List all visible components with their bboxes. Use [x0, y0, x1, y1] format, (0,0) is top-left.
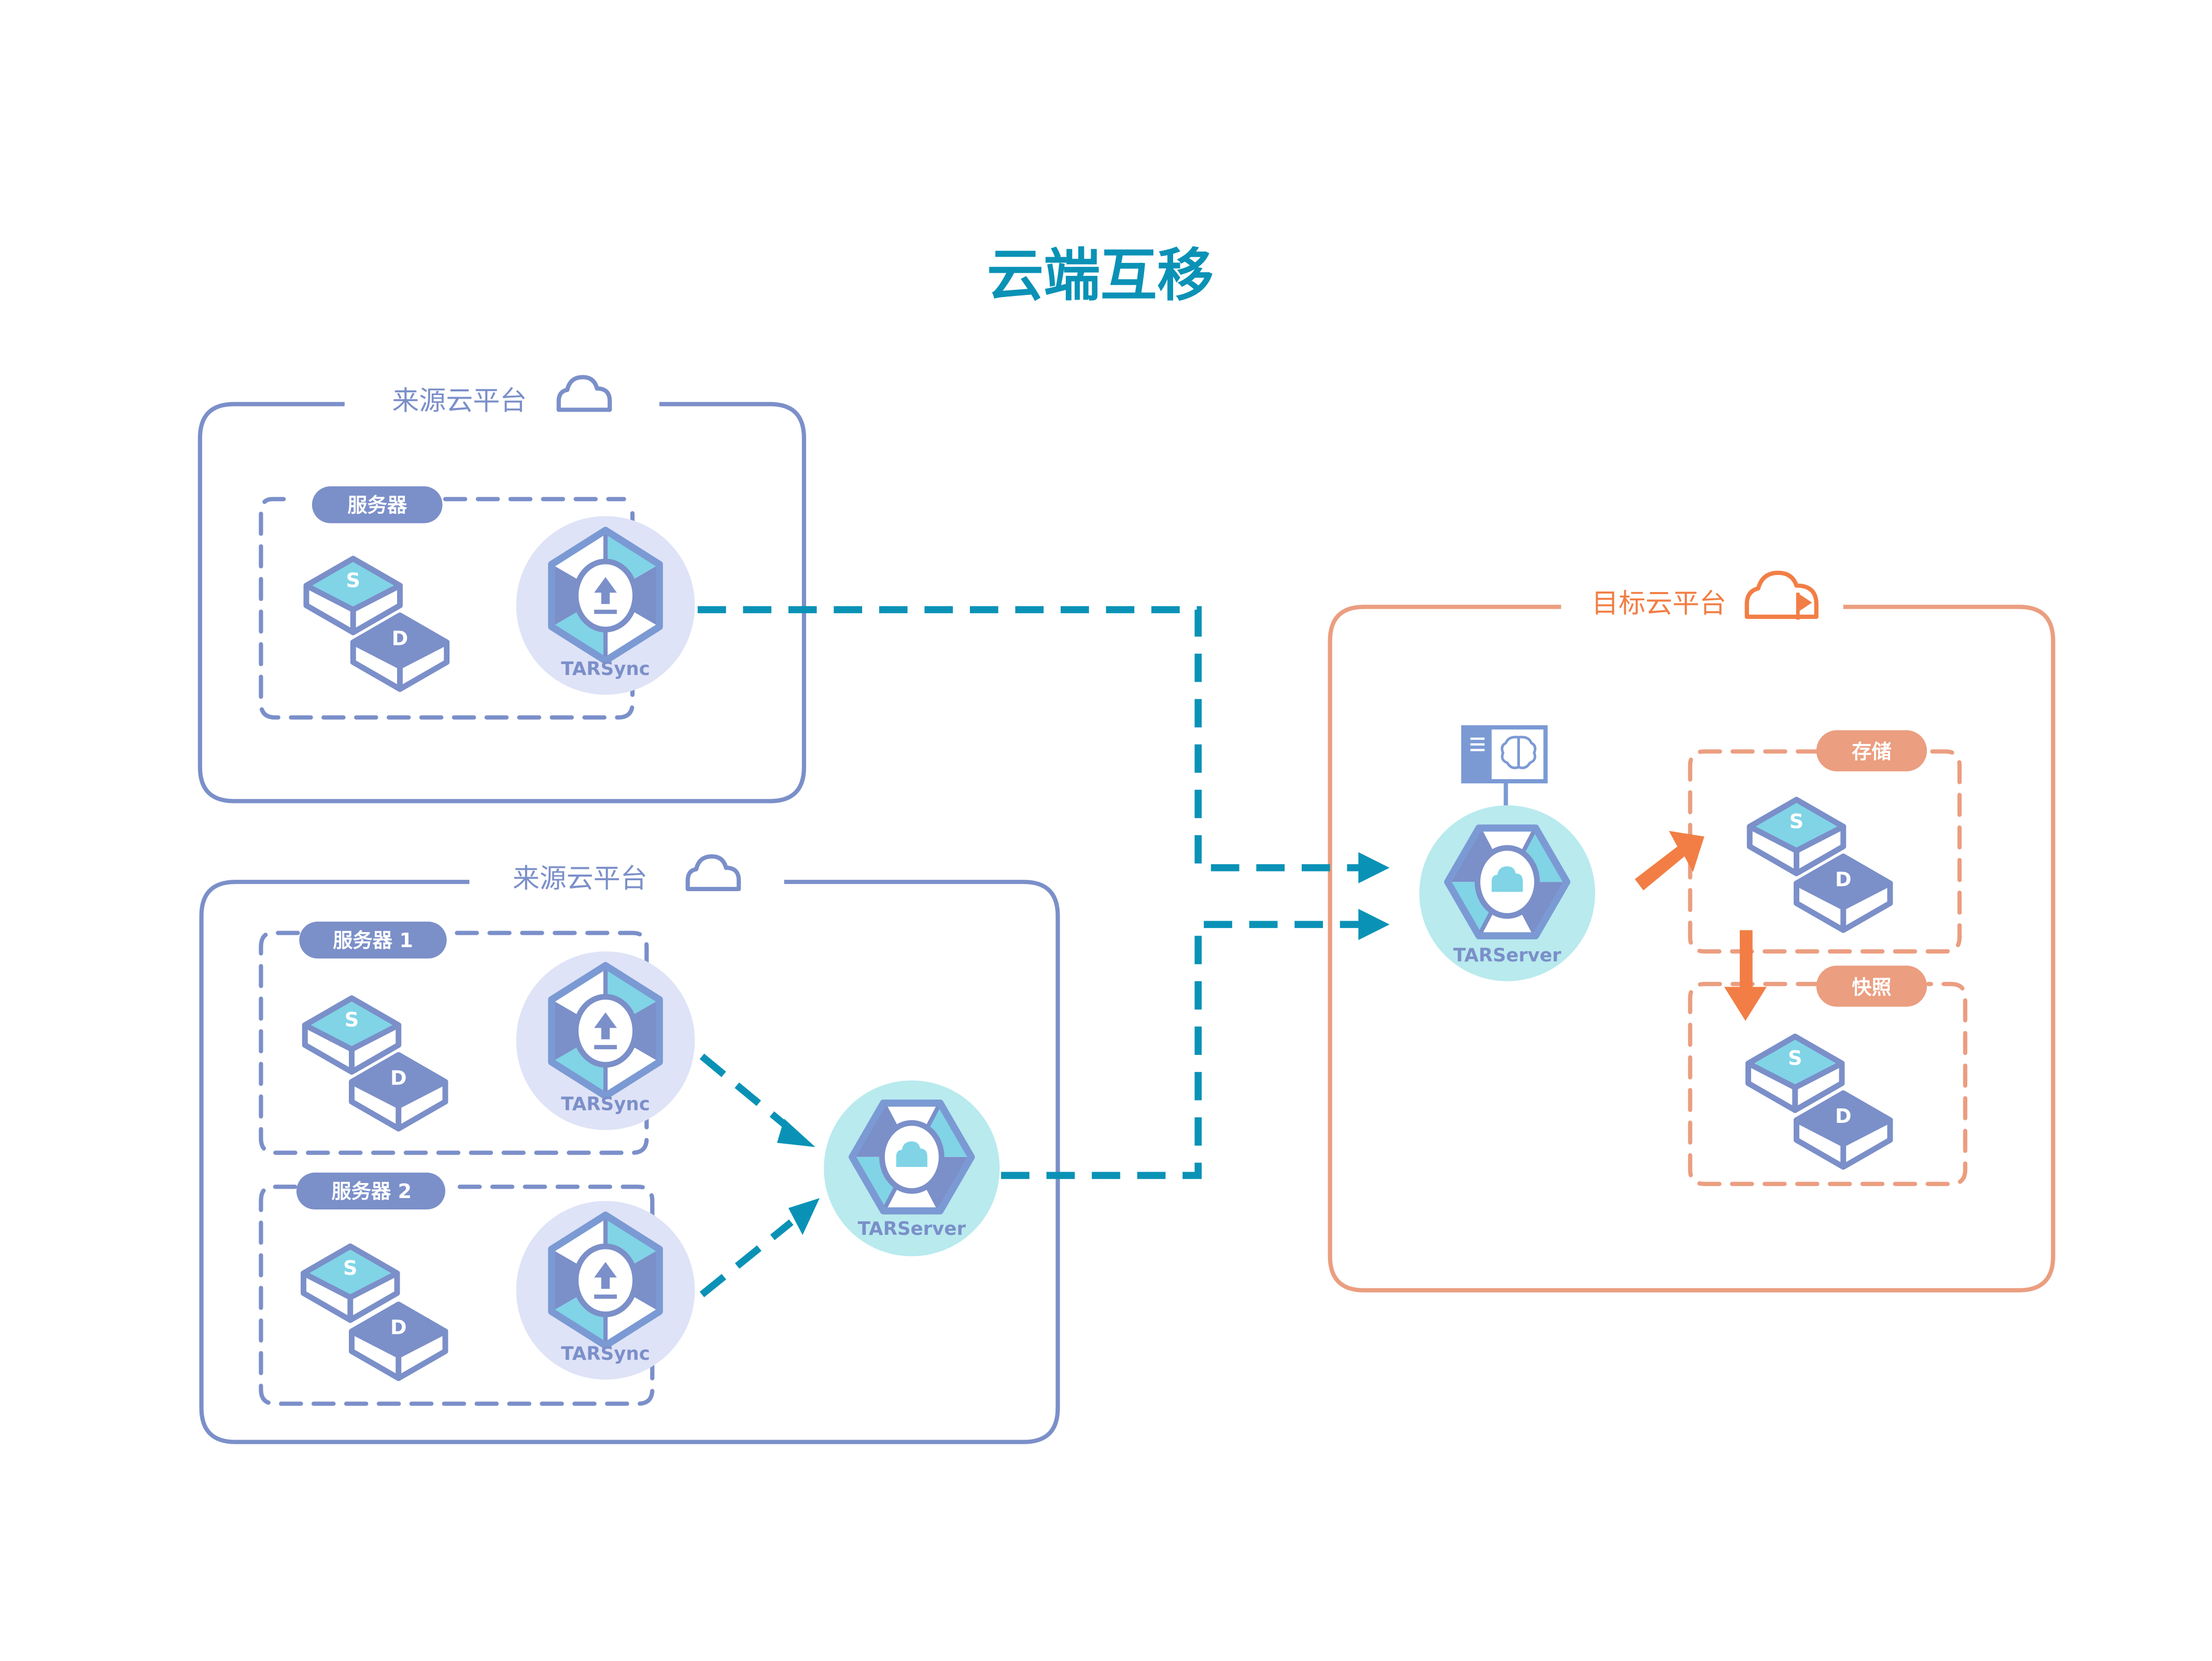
target-platform-label: 目标云平台: [1591, 588, 1726, 620]
source-platform-label: 来源云平台: [392, 385, 527, 416]
source-platform-label: 来源云平台: [513, 863, 647, 894]
server-group-1: 服务器 1 S D TARSync: [259, 921, 695, 1155]
server-label-pill: [312, 486, 443, 524]
server-2-label-pill: [296, 1172, 445, 1209]
source-platform-2: 来源云平台 服务器 1 S D TARSync 服务器 2 S D TA: [199, 854, 1060, 1444]
system-disk-label: S: [346, 569, 360, 592]
tarsync-label: TARSync: [561, 1343, 650, 1364]
snapshot-group: 快照 S D: [1688, 965, 1968, 1186]
cloud-icon: [556, 375, 612, 412]
data-disk-label: D: [390, 1316, 407, 1340]
arrow-to-snapshot-icon: [1724, 930, 1767, 1021]
server-group-2: 服务器 2 S D TARSync: [259, 1172, 695, 1406]
arrowhead-icon: [788, 1198, 820, 1235]
ai-panel: [1461, 725, 1548, 806]
storage-label-pill: [1816, 730, 1927, 771]
arrowhead-icon: [777, 1118, 815, 1147]
data-disk-label: D: [390, 1066, 407, 1090]
tarsync-label: TARSync: [561, 658, 650, 680]
system-disk-label: S: [1790, 810, 1804, 833]
link-relay-to-target: [1001, 921, 1361, 1179]
arrowhead-icon: [1358, 909, 1390, 940]
source-platform-1: 来源云平台 服务器 S D TARSync: [198, 375, 807, 804]
server-1-label-pill: [299, 921, 447, 959]
cloud-icon: [685, 854, 741, 891]
link-platform1-to-target: [697, 606, 1361, 871]
storage-label: 存储: [1852, 740, 1892, 764]
tarserver-icon: [1448, 828, 1567, 936]
snapshot-label-pill: [1816, 965, 1927, 1007]
data-disk-label: D: [1835, 1105, 1852, 1128]
link-sync1-to-relay: [699, 1053, 794, 1133]
relay-tarserver-label: TARServer: [858, 1218, 966, 1240]
data-disk-label: D: [1835, 868, 1852, 891]
cloud-flag-icon: [1744, 570, 1819, 620]
server-label: 服务器: [347, 494, 407, 517]
target-platform: 目标云平台 TARServer 存储 S: [1328, 570, 2055, 1292]
tarserver-icon: [852, 1103, 971, 1211]
server-group: 服务器 S D TARSync: [259, 486, 695, 720]
arrow-to-storage-icon: [1635, 830, 1704, 891]
server-1-label: 服务器 1: [333, 929, 413, 952]
storage-group: 存储 S D: [1688, 730, 1962, 954]
data-disk-label: D: [392, 627, 408, 650]
target-tarserver-label: TARServer: [1453, 945, 1561, 966]
page-title: 云端互移: [987, 242, 1214, 308]
migration-links: [697, 606, 1361, 1298]
snapshot-label: 快照: [1852, 976, 1892, 999]
link-sync2-to-relay: [699, 1219, 794, 1298]
data-disk-icon: [351, 1304, 445, 1378]
system-disk-label: S: [343, 1257, 358, 1280]
arrowheads: [777, 852, 1390, 1235]
brain-icon: [1501, 736, 1537, 769]
system-disk-label: S: [345, 1008, 359, 1032]
tarsync-label: TARSync: [561, 1094, 650, 1115]
arrowhead-icon: [1358, 852, 1390, 883]
server-2-label: 服务器 2: [331, 1180, 412, 1203]
system-disk-label: S: [1788, 1047, 1802, 1070]
